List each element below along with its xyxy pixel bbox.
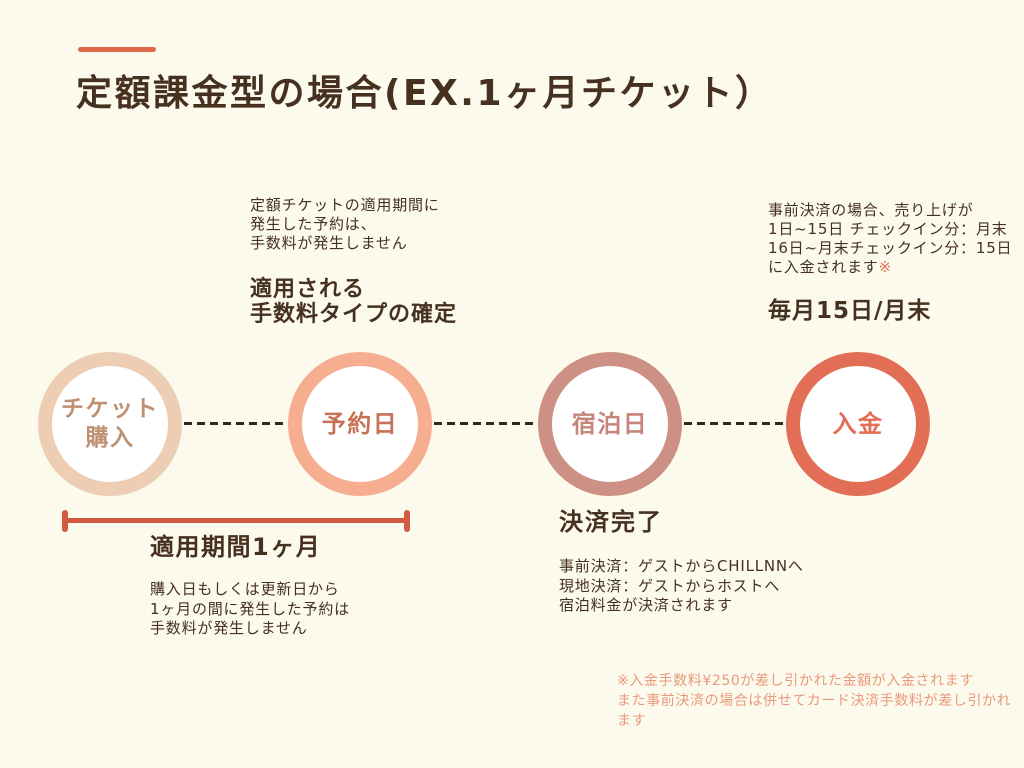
fee-type-note: 定額チケットの適用期間に 発生した予約は、 手数料が発生しません: [250, 196, 440, 252]
timeline-dashed-connector-3: [684, 422, 786, 425]
fee-type-annotation: 定額チケットの適用期間に 発生した予約は、 手数料が発生しません 適用される 手…: [250, 196, 457, 327]
payout-note-asterisk-mark: ※: [878, 258, 892, 276]
payout-note: 事前決済の場合、売り上げが 1日~15日 チェックイン分：月末 16日~月末チェ…: [768, 201, 1012, 277]
fee-type-heading: 適用される 手数料タイプの確定: [250, 277, 458, 327]
timeline-step-stay-date: 宿泊日: [538, 352, 682, 496]
bracket-right-cap: [404, 510, 410, 532]
timeline-step-deposit: 入金: [786, 352, 930, 496]
period-heading: 適用期間1ヶ月: [150, 533, 322, 561]
timeline-dashed-connector-2: [434, 422, 538, 425]
settlement-heading: 決済完了: [559, 508, 663, 536]
settlement-annotation: 決済完了 事前決済：ゲストからCHILLNNへ 現地決済：ゲストからホストへ 宿…: [559, 510, 804, 616]
timeline-step-ticket-purchase: チケット 購入: [38, 352, 182, 496]
page-title: 定額課金型の場合(EX.1ヶ月チケット）: [76, 73, 774, 114]
payout-note-text: 事前決済の場合、売り上げが 1日~15日 チェックイン分：月末 16日~月末チェ…: [768, 201, 1013, 276]
period-range-bracket: [62, 510, 410, 532]
title-accent-line: [78, 47, 156, 52]
period-annotation: 適用期間1ヶ月 購入日もしくは更新日から 1ヶ月の間に発生した予約は 手数料が発…: [150, 535, 350, 639]
settlement-note: 事前決済：ゲストからCHILLNNへ 現地決済：ゲストからホストへ 宿泊料金が決…: [559, 557, 804, 614]
payout-annotation: 事前決済の場合、売り上げが 1日~15日 チェックイン分：月末 16日~月末チェ…: [768, 201, 1012, 324]
timeline-step-booking-date: 予約日: [288, 352, 432, 496]
bracket-bar: [64, 518, 408, 523]
period-note: 購入日もしくは更新日から 1ヶ月の間に発生した予約は 手数料が発生しません: [150, 580, 350, 637]
payout-heading: 毎月15日/月末: [768, 298, 932, 324]
timeline-dashed-connector-1: [184, 422, 288, 425]
deposit-fee-footnote: ※入金手数料¥250が差し引かれた金額が入金されます また事前決済の場合は併せて…: [617, 673, 1012, 729]
